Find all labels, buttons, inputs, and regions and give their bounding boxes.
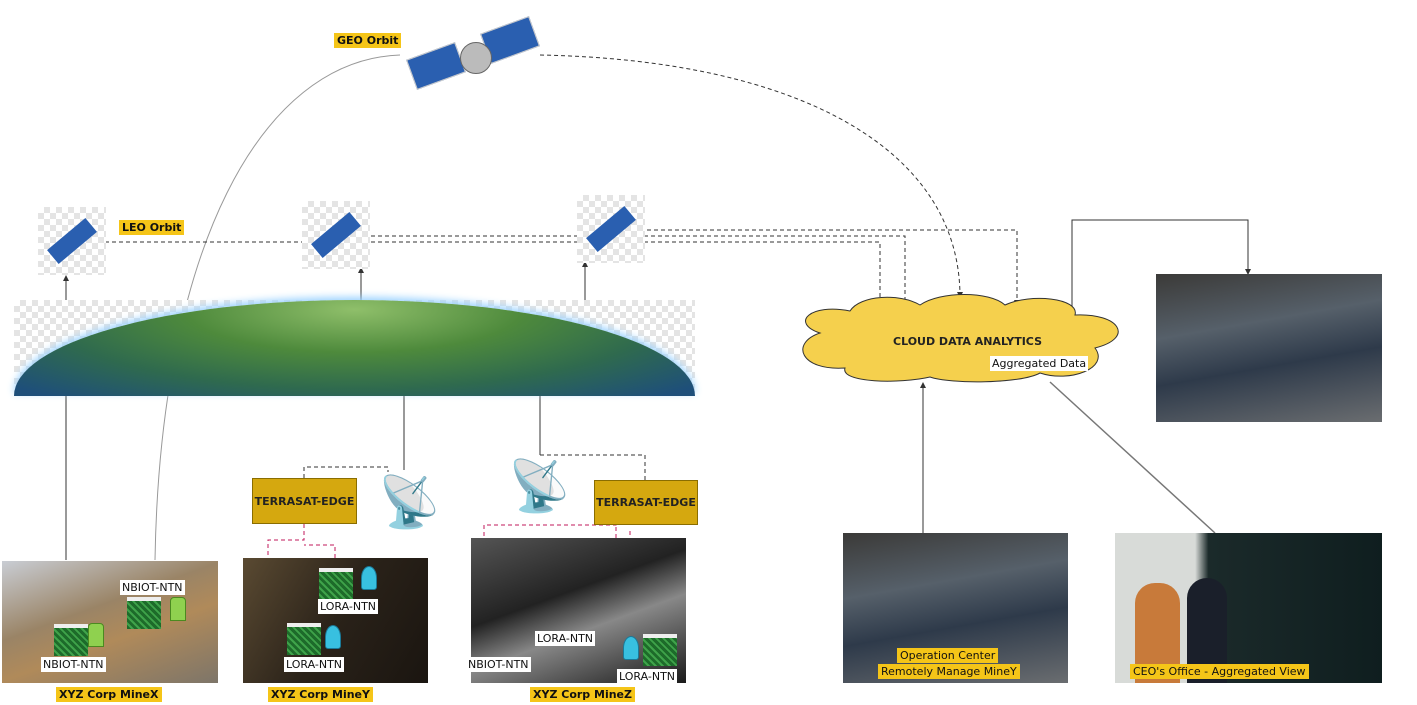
sensor-label: LORA-NTN: [617, 669, 678, 684]
mine-name-label: XYZ Corp MineX: [56, 687, 162, 702]
control-room-photo: [1156, 274, 1382, 422]
sensor-label: LORA-NTN: [284, 657, 345, 672]
mine-name-label: XYZ Corp MineY: [268, 687, 373, 702]
leo-satellite-icon: [302, 201, 370, 269]
sensor-label: NBIOT-NTN: [41, 657, 106, 672]
sensor-label: NBIOT-NTN: [466, 657, 531, 672]
cloud-title: CLOUD DATA ANALYTICS: [893, 335, 1043, 348]
satellite-dish-icon: 📡: [378, 473, 441, 531]
sensor-label: NBIOT-NTN: [120, 580, 185, 595]
leo-orbit-label: LEO Orbit: [119, 220, 185, 235]
ceo-office-photo: [1115, 533, 1382, 683]
operation-center-sublabel: Remotely Manage MineY: [878, 664, 1020, 679]
terrasat-edge-node[interactable]: TERRASAT-EDGE: [252, 478, 357, 524]
sensor-label: LORA-NTN: [535, 631, 596, 646]
leo-satellite-icon: [577, 195, 645, 263]
aggregated-data-label: Aggregated Data: [990, 356, 1089, 371]
mine-y-photo: [243, 558, 428, 683]
mine-x-photo: [2, 561, 218, 683]
ceo-office-label: CEO's Office - Aggregated View: [1130, 664, 1309, 679]
geo-satellite-icon: [406, 16, 540, 90]
operation-center-label: Operation Center: [897, 648, 999, 663]
earth-image: [14, 300, 695, 396]
sensor-label: LORA-NTN: [318, 599, 379, 614]
geo-orbit-label: GEO Orbit: [334, 33, 402, 48]
leo-satellite-icon: [38, 207, 106, 275]
terrasat-edge-node[interactable]: TERRASAT-EDGE: [594, 480, 698, 525]
mine-name-label: XYZ Corp MineZ: [530, 687, 635, 702]
satellite-dish-icon: 📡: [508, 457, 571, 515]
